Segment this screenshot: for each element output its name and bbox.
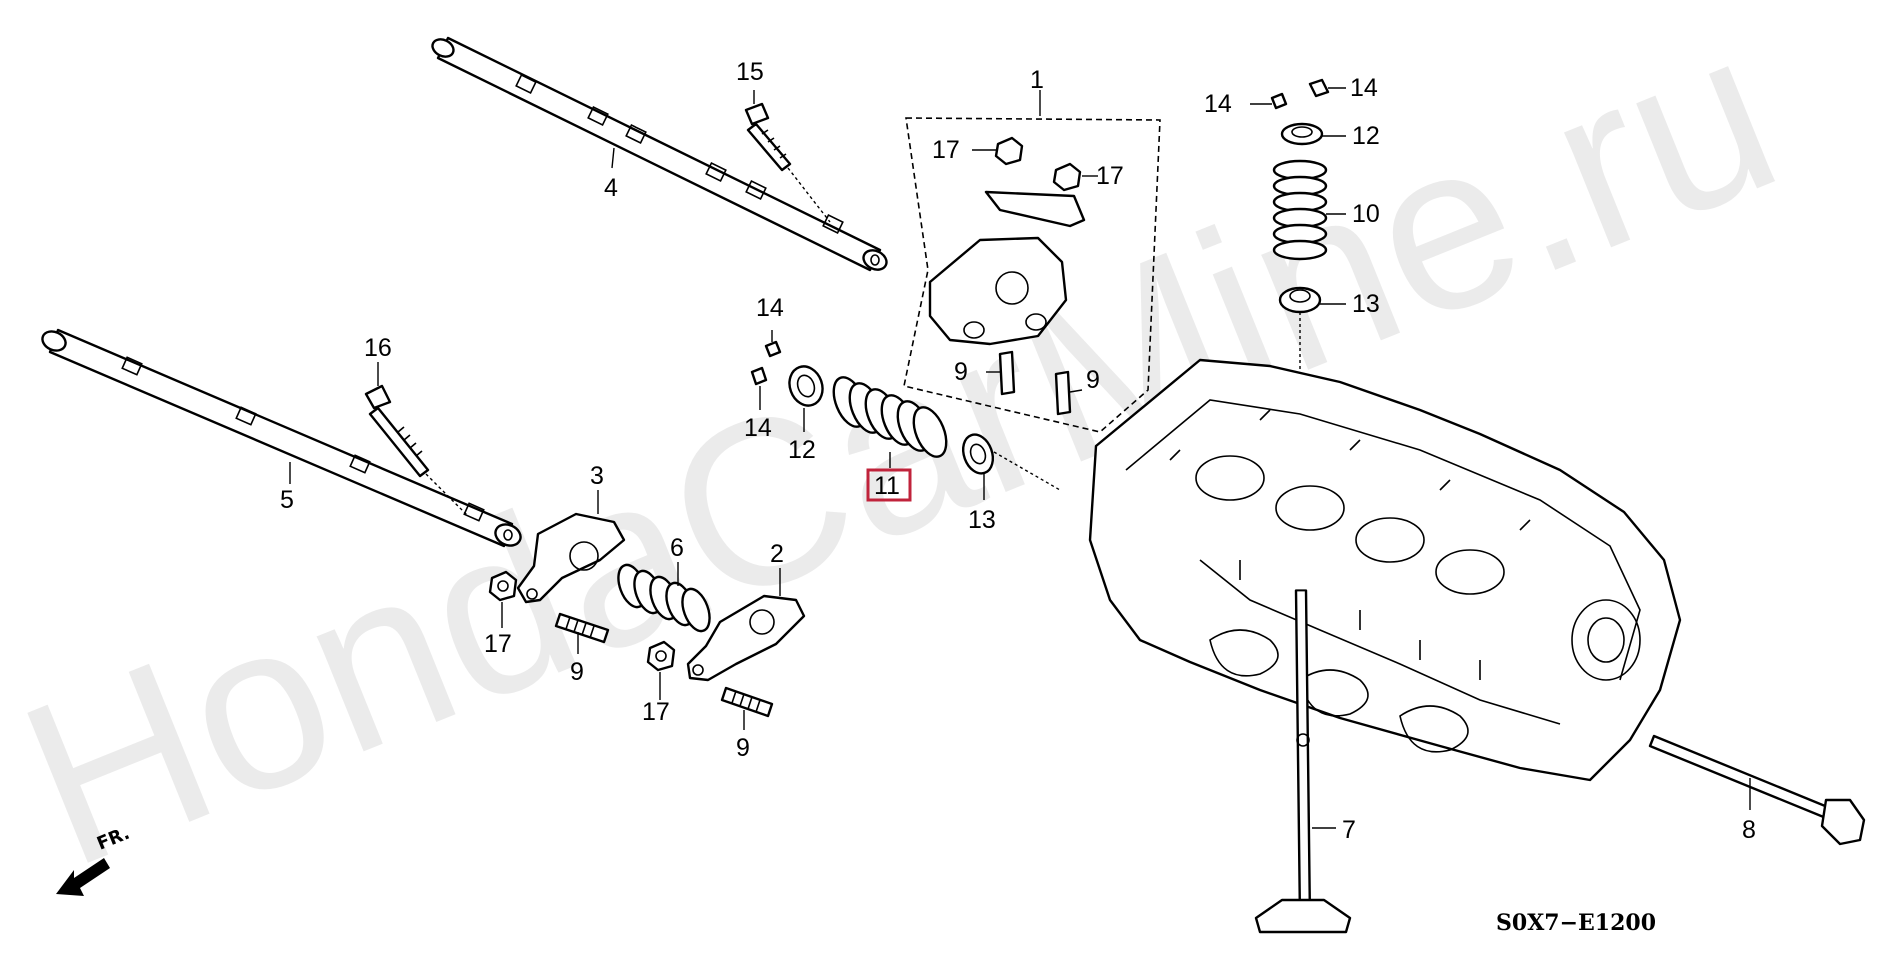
callout-5[interactable]: 5 xyxy=(280,486,294,514)
lost-motion-spring-6[interactable] xyxy=(613,561,715,635)
callout-4[interactable]: 4 xyxy=(604,174,618,202)
valve-seal-13-right[interactable] xyxy=(1278,286,1322,314)
callout-1[interactable]: 1 xyxy=(1030,66,1044,94)
watermark: HondaCarMine.ru xyxy=(0,0,1808,916)
adjust-screw-9-left[interactable] xyxy=(554,612,610,644)
callout-12-center[interactable]: 12 xyxy=(788,436,816,464)
keeper-14-upper-center[interactable] xyxy=(764,340,782,358)
callout-17-assembly-top[interactable]: 17 xyxy=(932,136,960,164)
callout-8[interactable]: 8 xyxy=(1742,816,1756,844)
retainer-12-right[interactable] xyxy=(1280,122,1324,146)
nut-17-left[interactable] xyxy=(488,570,518,602)
callout-9-assembly-right[interactable]: 9 xyxy=(1086,366,1100,394)
callout-13-right[interactable]: 13 xyxy=(1352,290,1380,318)
rocker-shaft-upper[interactable] xyxy=(430,36,890,273)
retainer-12-center[interactable] xyxy=(784,362,828,411)
valve-8[interactable] xyxy=(1648,734,1866,846)
callout-13-center[interactable]: 13 xyxy=(968,506,996,534)
cylinder-head xyxy=(1088,358,1682,782)
callout-7[interactable]: 7 xyxy=(1342,816,1356,844)
highlight-box-11 xyxy=(866,468,912,502)
bolt-16[interactable] xyxy=(364,384,430,478)
callout-14-center-top[interactable]: 14 xyxy=(756,294,784,322)
rocker-arm-3[interactable] xyxy=(516,512,626,604)
valve-spring-10[interactable] xyxy=(1272,159,1328,261)
callout-10[interactable]: 10 xyxy=(1352,200,1380,228)
callout-9-left[interactable]: 9 xyxy=(570,658,584,686)
callout-2[interactable]: 2 xyxy=(770,540,784,568)
callout-6[interactable]: 6 xyxy=(670,534,684,562)
diagram-code: S0X7−E1200 xyxy=(1496,910,1656,936)
valve-7[interactable] xyxy=(1254,589,1352,934)
callout-labels: 1 2 3 4 5 6 7 8 9 9 9 9 10 11 12 12 13 1… xyxy=(280,58,1756,844)
keeper-14-lower-center[interactable] xyxy=(750,366,768,386)
callout-12-right[interactable]: 12 xyxy=(1352,122,1380,150)
rocker-arm-2[interactable] xyxy=(686,594,806,682)
valve-seal-13-center[interactable] xyxy=(958,430,998,477)
bolt-15[interactable] xyxy=(744,102,792,172)
callout-17-left[interactable]: 17 xyxy=(484,630,512,658)
callout-3[interactable]: 3 xyxy=(590,462,604,490)
callout-17-lower[interactable]: 17 xyxy=(642,698,670,726)
callout-16[interactable]: 16 xyxy=(364,334,392,362)
valve-spring-11[interactable] xyxy=(827,373,952,462)
callout-11[interactable]: 11 xyxy=(874,472,900,500)
callout-9-lower[interactable]: 9 xyxy=(736,734,750,762)
rocker-shaft-lower[interactable] xyxy=(39,328,524,550)
keeper-14-right-a[interactable] xyxy=(1270,92,1288,110)
callout-14-right-right[interactable]: 14 xyxy=(1350,74,1378,102)
callout-14-center-bottom[interactable]: 14 xyxy=(744,414,772,442)
adjust-screw-9-lower[interactable] xyxy=(720,686,774,718)
callout-15[interactable]: 15 xyxy=(736,58,764,86)
keeper-14-right-b[interactable] xyxy=(1308,78,1330,98)
callout-17-assembly-right[interactable]: 17 xyxy=(1096,162,1124,190)
front-arrow-icon xyxy=(56,858,110,896)
callout-14-right-left[interactable]: 14 xyxy=(1204,90,1232,118)
callout-9-assembly-left[interactable]: 9 xyxy=(954,358,968,386)
nut-17-lower[interactable] xyxy=(646,640,676,672)
rocker-assembly-1[interactable] xyxy=(903,117,1161,433)
